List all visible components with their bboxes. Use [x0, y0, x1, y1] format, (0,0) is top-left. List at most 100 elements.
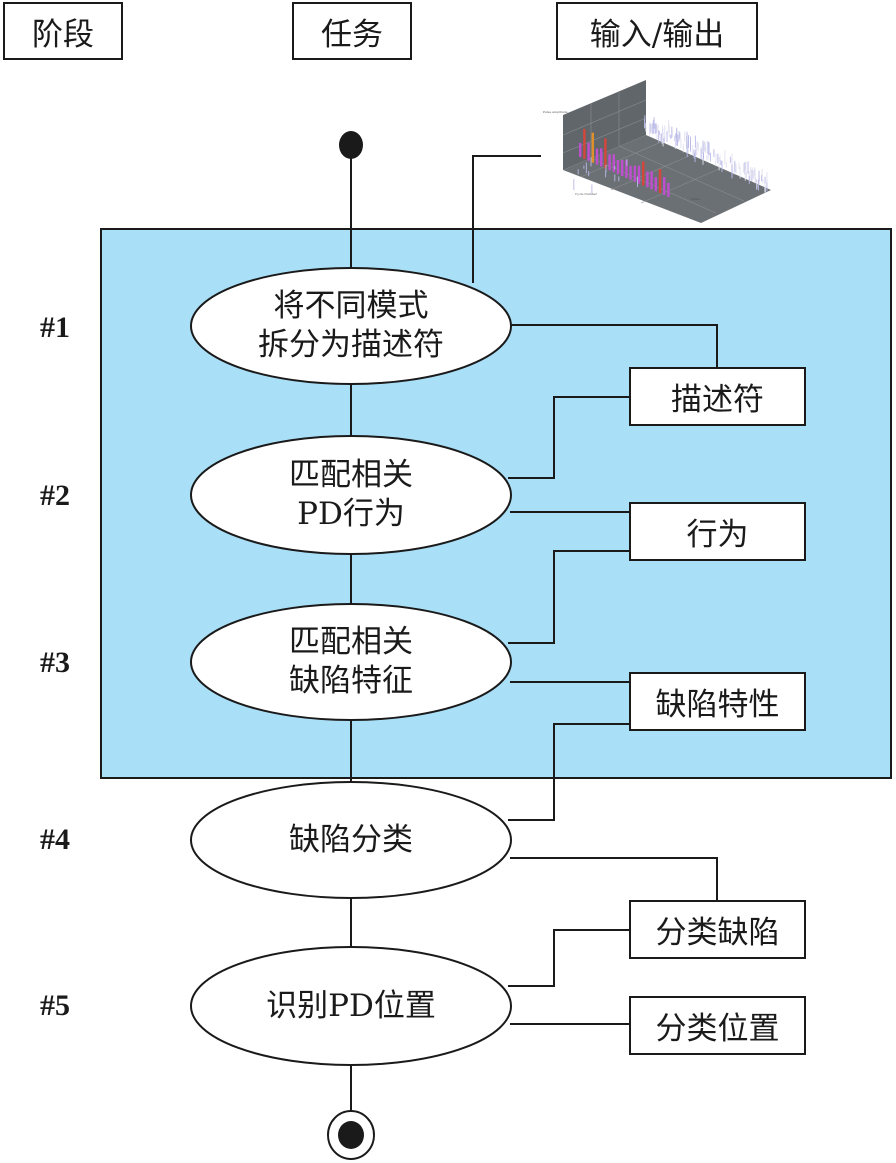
plot-bar: [608, 154, 611, 171]
plot-bar: [577, 169, 579, 175]
plot-bar: [690, 140, 692, 152]
task-text-5: 识别PD位置: [266, 987, 436, 1024]
plot-bar: [668, 120, 670, 133]
plot-bar: [590, 157, 592, 167]
plot-bar: [654, 177, 657, 192]
plot-bar: [652, 120, 654, 134]
plot-bar: [709, 152, 711, 162]
plot-bar: [604, 138, 607, 169]
svg-text:Phase: Phase: [691, 197, 700, 201]
plot-bar: [742, 162, 744, 173]
connector-feature-to-stage4: [508, 723, 629, 821]
plot-bar: [616, 160, 620, 175]
plot-bar: [667, 182, 670, 197]
plot-bar: [685, 135, 687, 148]
stage-label-3: #3: [40, 646, 70, 679]
plot-bar: [753, 170, 755, 177]
plot-bar: [655, 123, 657, 133]
plot-bar: [719, 155, 721, 162]
plot-bar: [748, 175, 750, 184]
plot-bar: [744, 162, 746, 175]
plot-bar: [658, 169, 662, 194]
plot-bar: [718, 157, 720, 171]
plot-bar: [579, 143, 582, 157]
plot-bar: [734, 160, 736, 172]
output-label-classified-location: 分类位置: [655, 1011, 780, 1047]
plot-bar: [645, 123, 647, 132]
plot-bar: [696, 142, 698, 156]
header-io: 输入/输出: [556, 2, 758, 60]
plot-bar: [612, 154, 615, 173]
plot-bar: [758, 170, 760, 182]
connector-classified-defect-to-stage5: [508, 929, 629, 987]
plot-bar: [702, 140, 704, 154]
task-ellipse-1: [190, 267, 512, 385]
plot-bar: [646, 171, 649, 188]
plot-bar: [739, 166, 741, 179]
stage-label-4: #4: [40, 823, 70, 856]
plot-bar: [654, 123, 656, 135]
plot-bar: [658, 131, 660, 136]
plot-bar: [754, 170, 756, 183]
plot-bar: [680, 138, 682, 149]
plot-bar: [675, 133, 677, 139]
header-task-label: 任务: [321, 16, 383, 53]
plot-bar: [621, 160, 624, 176]
plot-bar: [614, 174, 616, 182]
plot-bars: [573, 115, 768, 197]
plot-bar: [587, 142, 590, 161]
plot-bar: [686, 132, 688, 146]
svg-text:Cycle Number: Cycle Number: [575, 192, 597, 196]
plot-bar: [686, 144, 688, 158]
plot-bar: [707, 152, 709, 160]
plot-bar: [764, 182, 766, 193]
plot-bar: [650, 171, 653, 190]
plot-bar: [707, 141, 709, 155]
end-node-core: [338, 1121, 364, 1149]
plot-bar: [686, 143, 688, 149]
task-text-4: 缺陷分类: [289, 821, 413, 858]
plot-axis-labels: Pulse amplitude Cycle Number Phase: [543, 110, 700, 201]
plot-bar: [731, 153, 733, 165]
plot-bar: [708, 142, 710, 156]
plot-bar: [670, 134, 672, 140]
plot-bar: [588, 171, 590, 177]
plot-bar: [705, 146, 707, 154]
plot-bar: [675, 134, 676, 146]
plot-bar: [648, 123, 650, 136]
plot-bar: [614, 166, 616, 170]
plot-bar: [656, 125, 658, 140]
plot-bar: [650, 123, 652, 134]
task-ellipse-2: [190, 435, 512, 555]
task-text-1: 将不同模式 拆分为描述符: [258, 288, 444, 363]
plot-bar: [717, 153, 719, 164]
plot-bar: [694, 152, 696, 163]
plot-bar: [676, 134, 678, 139]
plot-bar: [735, 163, 737, 174]
output-box-defect-feature: 缺陷特性: [629, 672, 806, 731]
plot-bar: [753, 169, 755, 180]
plot-bar: [637, 176, 638, 188]
plot-bar: [583, 128, 586, 159]
plot-bar: [633, 165, 636, 182]
task-ellipse-3: [190, 603, 512, 721]
plot-bar: [738, 162, 740, 169]
connector-descriptor-to-stage2: [508, 396, 629, 479]
plot-bar: [761, 169, 763, 181]
plot-bar: [729, 156, 731, 163]
plot-bar: [733, 163, 735, 175]
plot-bar: [671, 126, 673, 138]
plot-bar: [662, 132, 664, 147]
plot-bar: [600, 148, 603, 167]
stage-label-2: #2: [40, 479, 70, 512]
plot-bar: [746, 171, 748, 178]
plot-bar: [715, 153, 717, 162]
task-ellipse-5: [190, 946, 512, 1066]
connector-stage4-to-classified-defect: [510, 857, 718, 900]
plot-bar: [721, 160, 723, 173]
plot-bar: [660, 133, 662, 142]
plot-bar: [724, 150, 726, 165]
plot-bar: [677, 134, 679, 142]
header-io-label: 输入/输出: [589, 16, 725, 53]
